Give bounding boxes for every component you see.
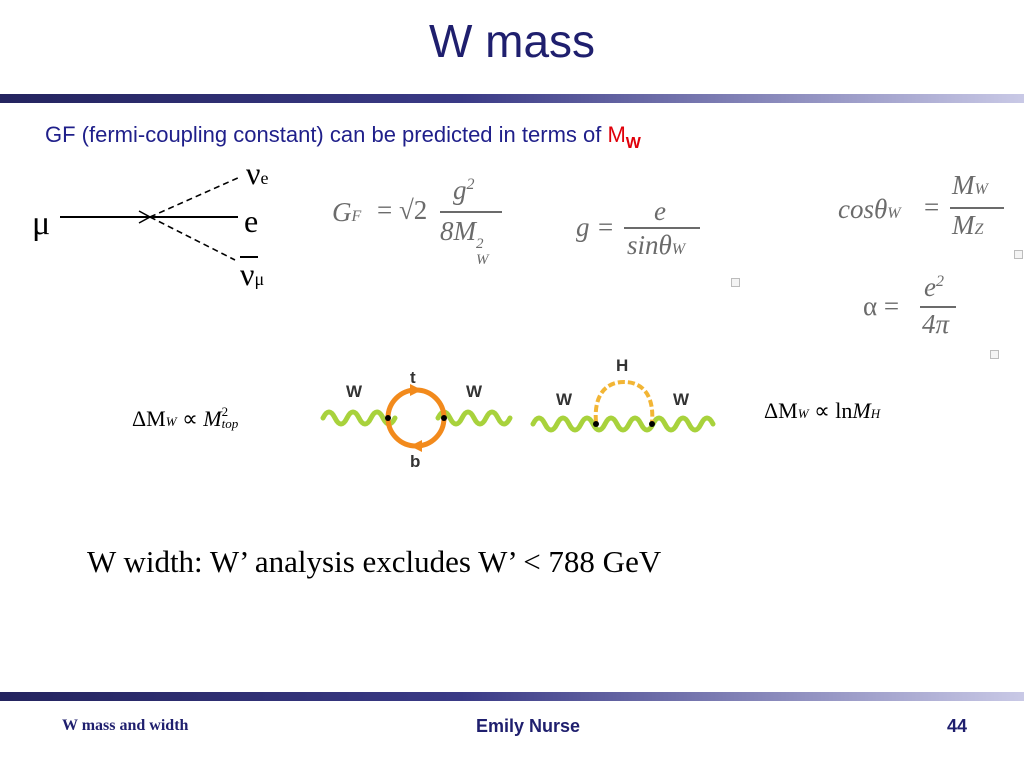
top-bottom-loop-diagram (320, 384, 513, 452)
nu-mu-sub: μ (254, 269, 265, 289)
dmw-h-rhs-sub: H (870, 406, 881, 421)
alpha-lhs: α = (863, 291, 900, 321)
dmw-top-lhs: ΔM (132, 406, 166, 431)
g-numerator: e (654, 196, 666, 226)
dmw-h-lhs-sub: W (797, 406, 809, 421)
loop-label-w-left: W (556, 390, 573, 409)
footer-author: Emily Nurse (476, 716, 581, 736)
gf-lhs-sub: F (351, 208, 362, 225)
w-width-text: W width: W’ analysis excludes W’ < 788 G… (87, 544, 662, 579)
dmw-top-lhs-sub: W (165, 414, 177, 429)
vertex-dot (385, 415, 391, 421)
alpha-num-main: e (924, 272, 936, 302)
cos-lhs-sub: W (887, 205, 901, 222)
w-boson-left (320, 409, 398, 427)
loop-label-w-left: W (346, 382, 363, 401)
dmw-higgs-equation: ΔMW ∝ lnMH (764, 398, 880, 424)
nu-e-sub: e (260, 168, 269, 188)
higgs-loop (593, 379, 655, 423)
g-lhs: g = (576, 212, 615, 242)
nu-e-line (149, 176, 241, 218)
vertex-dot (441, 415, 447, 421)
alpha-denominator: 4π (922, 309, 950, 339)
subtitle-mw: MW (607, 122, 640, 152)
w-boson-right (435, 409, 513, 427)
gf-fraction-bar (440, 211, 502, 213)
gf-den-sup: 2 (476, 236, 484, 252)
header-divider (0, 94, 1024, 103)
cos-denominator: MZ (952, 210, 983, 241)
placeholder-icon (731, 278, 740, 287)
vertex-dot (593, 421, 599, 427)
loop-label-w-right: W (466, 382, 483, 401)
loop-label-w-right: W (673, 390, 690, 409)
cos-numerator: MW (952, 170, 988, 201)
subtitle-mw-sub: W (625, 135, 641, 152)
nu-e-label: νe (246, 155, 268, 192)
dmw-h-lhs: ΔM (764, 398, 798, 423)
gf-num-main: g (453, 175, 467, 205)
electron-label: e (244, 203, 259, 239)
subtitle-mw-main: M (607, 122, 626, 147)
placeholder-icon (990, 350, 999, 359)
alpha-num-sup: 2 (935, 273, 944, 290)
cos-fraction-bar (950, 207, 1004, 209)
cos-eq: = (924, 192, 940, 222)
page-number: 44 (947, 716, 968, 736)
cos-lhs: cosθW (838, 194, 901, 225)
dmw-top-rhs-sup: 2 (221, 404, 229, 419)
dmw-top-rhs-sub: top (221, 416, 239, 431)
g-den-main: sinθ (627, 230, 672, 260)
cos-num-sub: W (974, 181, 988, 198)
nu-mu-label: νμ (240, 256, 264, 293)
placeholder-icon (1014, 250, 1023, 259)
slide-subtitle: GF (fermi-coupling constant) can be pred… (45, 122, 641, 153)
cos-den-main: M (952, 210, 975, 240)
higgs-loop-diagram (530, 379, 716, 433)
cos-num-main: M (952, 170, 975, 200)
w-boson-line (530, 415, 716, 433)
g-denominator: sinθW (627, 230, 685, 261)
vertex-dot (649, 421, 655, 427)
muon-decay-diagram (60, 176, 241, 261)
gf-lhs: GF (332, 197, 361, 228)
loop-label-t: t (410, 368, 416, 387)
footer-divider (0, 692, 1024, 701)
gf-den-main: 8M (440, 216, 476, 246)
footer-title: W mass and width (62, 717, 189, 734)
nu-mu-symbol: ν (240, 256, 255, 292)
dmw-top-rhs: M (203, 406, 222, 431)
alpha-numerator: e2 (924, 272, 944, 303)
dmw-top-prop: ∝ (182, 406, 198, 431)
subtitle-text: GF (fermi-coupling constant) can be pred… (45, 122, 608, 147)
nu-mu-line (149, 216, 236, 261)
nu-mu-bar (240, 256, 258, 258)
cos-lhs-main: cosθ (838, 194, 888, 224)
loop-label-b: b (410, 452, 421, 471)
g-fraction-bar (624, 227, 700, 229)
slide-title: W mass (428, 15, 596, 67)
gf-den-sub: W (476, 252, 489, 268)
g-den-sub: W (671, 241, 686, 258)
mu-label: μ (32, 205, 51, 242)
nu-e-symbol: ν (246, 155, 261, 191)
loop-label-h: H (616, 356, 629, 375)
alpha-fraction-bar (920, 306, 956, 308)
dmw-h-rhs: M (852, 398, 871, 423)
gf-lhs-main: G (332, 197, 352, 227)
loop-arrow-bottom (410, 440, 422, 452)
cos-den-sub: Z (974, 221, 984, 238)
gf-num-sup: 2 (466, 176, 475, 193)
loop-arrow-top (410, 384, 422, 396)
gf-numerator: g2 (453, 175, 475, 206)
gf-eq: = √2 (377, 195, 428, 225)
dmw-h-prop: ∝ ln (814, 398, 853, 423)
